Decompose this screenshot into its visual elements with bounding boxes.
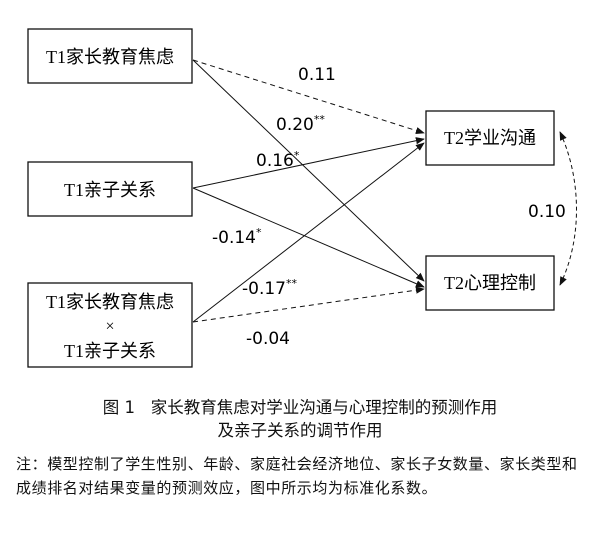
label-t2-psychological-control: T2心理控制 — [444, 273, 536, 293]
figure-title-line2: 及亲子关系的调节作用 — [217, 421, 383, 440]
coef-relation-to-control: -0.14* — [212, 226, 262, 248]
box-t1-parent-anxiety — [27, 28, 193, 84]
label-interaction-line2: T1亲子关系 — [64, 341, 156, 361]
path-interaction-to-control — [192, 286, 425, 323]
figure-title-line1: 家长教育焦虑对学业沟通与心理控制的预测作用 — [150, 398, 498, 417]
sig-interaction-to-communication: ** — [286, 277, 298, 290]
path-diagram: T1家长教育焦虑 T1亲子关系 T1家长教育焦虑 × T1亲子关系 T2学业沟通… — [27, 28, 577, 368]
sig-anxiety-to-control: ** — [314, 113, 326, 126]
sig-relation-to-communication: * — [294, 149, 300, 162]
box-t2-academic-communication — [425, 110, 555, 166]
coef-interaction-to-communication: -0.17** — [242, 277, 298, 299]
coef-residual-covariance: 0.10 — [528, 202, 566, 222]
coef-anxiety-to-control: 0.20** — [276, 113, 325, 135]
box-interaction — [27, 282, 193, 368]
coef-anxiety-to-communication: 0.11 — [298, 65, 336, 85]
path-anxiety-to-control — [192, 59, 425, 282]
box-t2-psychological-control — [425, 255, 555, 311]
figure-caption: 图 1 家长教育焦虑对学业沟通与心理控制的预测作用 — [0, 398, 600, 418]
coef-relation-to-communication: 0.16* — [256, 149, 300, 171]
label-t1-parent-anxiety: T1家长教育焦虑 — [46, 47, 174, 67]
figure-note: 注：模型控制了学生性别、年龄、家庭社会经济地位、家长子女数量、家长类型和成绩排名… — [16, 455, 578, 497]
path-interaction-to-communication — [192, 142, 425, 323]
path-residual-covariance — [559, 131, 577, 286]
sig-relation-to-control: * — [256, 226, 262, 239]
label-t1-parent-child-relation: T1亲子关系 — [64, 180, 156, 200]
box-t1-parent-child-relation — [27, 161, 193, 217]
path-relation-to-control — [192, 187, 425, 288]
label-t2-academic-communication: T2学业沟通 — [444, 128, 536, 148]
label-interaction-times: × — [105, 318, 114, 335]
label-interaction-line1: T1家长教育焦虑 — [46, 292, 174, 312]
path-anxiety-to-communication — [192, 59, 425, 134]
path-relation-to-communication — [192, 137, 425, 189]
coef-interaction-to-control: -0.04 — [246, 329, 290, 349]
figure-number: 图 1 — [102, 398, 135, 417]
